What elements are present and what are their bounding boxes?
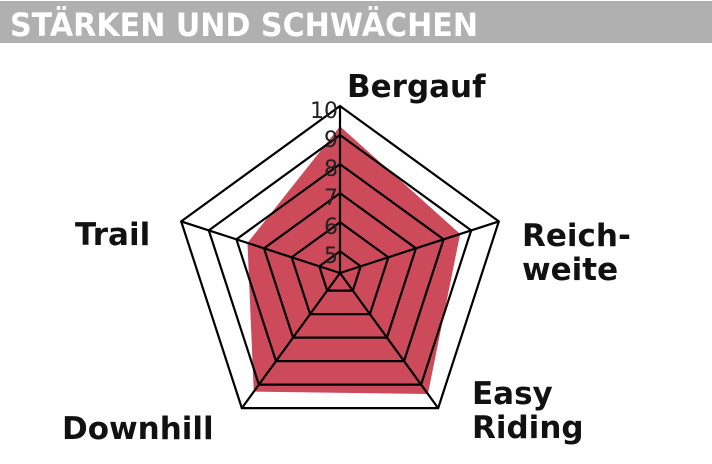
header-title: STÄRKEN UND SCHWÄCHEN — [10, 6, 478, 44]
grid-ring-8 — [235, 162, 445, 363]
tick-label: 8 — [324, 157, 338, 182]
axis-label: Reich- — [522, 218, 631, 254]
axis-label: Easy — [472, 376, 553, 412]
axis-label: Riding — [472, 410, 584, 446]
axis-line-1 — [339, 220, 500, 275]
axis-line-2 — [339, 272, 440, 409]
tick-label: 6 — [324, 215, 338, 240]
tick-label: 9 — [324, 128, 338, 153]
axis-label: weite — [522, 252, 618, 288]
grid-ring-9 — [207, 133, 473, 386]
grid-ring-10 — [179, 104, 501, 410]
axis-label: Trail — [75, 217, 150, 253]
tick-label: 7 — [324, 186, 338, 211]
tick-label: 10 — [310, 99, 338, 124]
axis-line-4 — [180, 220, 341, 275]
grid-ring-6 — [290, 220, 390, 316]
tick-label: 5 — [324, 244, 338, 269]
grid-ring-5 — [317, 249, 363, 292]
axis-line-3 — [240, 272, 341, 409]
header-bar — [0, 1, 712, 43]
axis-label: Downhill — [62, 411, 214, 447]
axis-label: Bergauf — [347, 69, 486, 105]
grid-ring-7 — [262, 191, 418, 339]
